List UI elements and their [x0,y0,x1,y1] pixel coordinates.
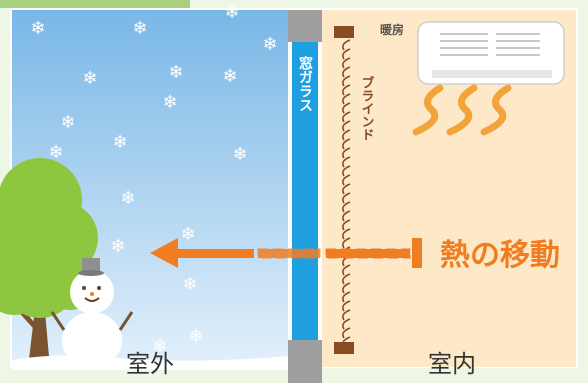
blind-slat [342,129,351,141]
snowflake-icon: ❄ [132,18,147,39]
blind-slat [342,102,351,114]
blind-slat [342,93,351,105]
blind-slat [342,84,351,96]
snowflake-icon: ❄ [188,326,203,347]
blind-slat [342,183,351,195]
snowflake-icon: ❄ [110,236,125,257]
blind-slat [342,165,351,177]
snowflake-icon: ❄ [262,34,277,55]
blind-slat [342,57,351,69]
blind-slat [342,192,351,204]
blind-slat [342,156,351,168]
warm-air-waves [412,84,512,136]
window-frame-bottom [288,340,322,383]
blind-slat [342,66,351,78]
top-tab [0,0,190,8]
blind-slat [342,327,351,339]
blind-slat [342,300,351,312]
blind-slat [342,75,351,87]
blind-slat [342,147,351,159]
blind-slat [342,237,351,249]
snowflake-icon: ❄ [60,112,75,133]
blind-slat [342,39,351,51]
snowflake-icon: ❄ [48,142,63,163]
blind-slat [342,174,351,186]
snowflake-icon: ❄ [182,274,197,295]
blind-slat [342,336,351,348]
blind-slat [342,291,351,303]
window-frame-top [288,10,322,42]
snowflake-icon: ❄ [82,68,97,89]
outdoor-label: 室外 [126,350,174,378]
blind-slat [342,219,351,231]
blind-slat [342,111,351,123]
snowflake-icon: ❄ [162,92,177,113]
snow-ground [12,355,288,370]
blind-slat [342,318,351,330]
blind-slat [342,273,351,285]
snowflake-icon: ❄ [30,18,45,39]
blind-slat [342,282,351,294]
snowflake-icon: ❄ [112,132,127,153]
snowman [50,258,134,368]
snowflake-icon: ❄ [120,188,135,209]
blind-slat [342,120,351,132]
blind-slat [342,309,351,321]
blind-slat [342,264,351,276]
heat-flow-arrow [150,238,422,268]
indoor-label: 室内 [428,350,476,378]
blind-label: ブラインド [359,75,375,141]
snowflake-icon: ❄ [168,62,183,83]
snowflake-icon: ❄ [180,224,195,245]
blind-slat [342,228,351,240]
heater-label: 暖房 [380,22,404,37]
snowflake-icon: ❄ [232,144,247,165]
air-conditioner [417,21,565,85]
blind-slat [342,138,351,150]
blind-slat [342,48,351,60]
snowflake-icon: ❄ [224,2,239,23]
glass-label: 窓ガラス [297,55,313,112]
window-glass [292,42,318,340]
snowflake-icon: ❄ [152,336,167,357]
snowflake-icon: ❄ [222,66,237,87]
blind-slat [342,210,351,222]
heat-transfer-label: 熱の移動 [440,238,560,273]
blind-slat [342,201,351,213]
